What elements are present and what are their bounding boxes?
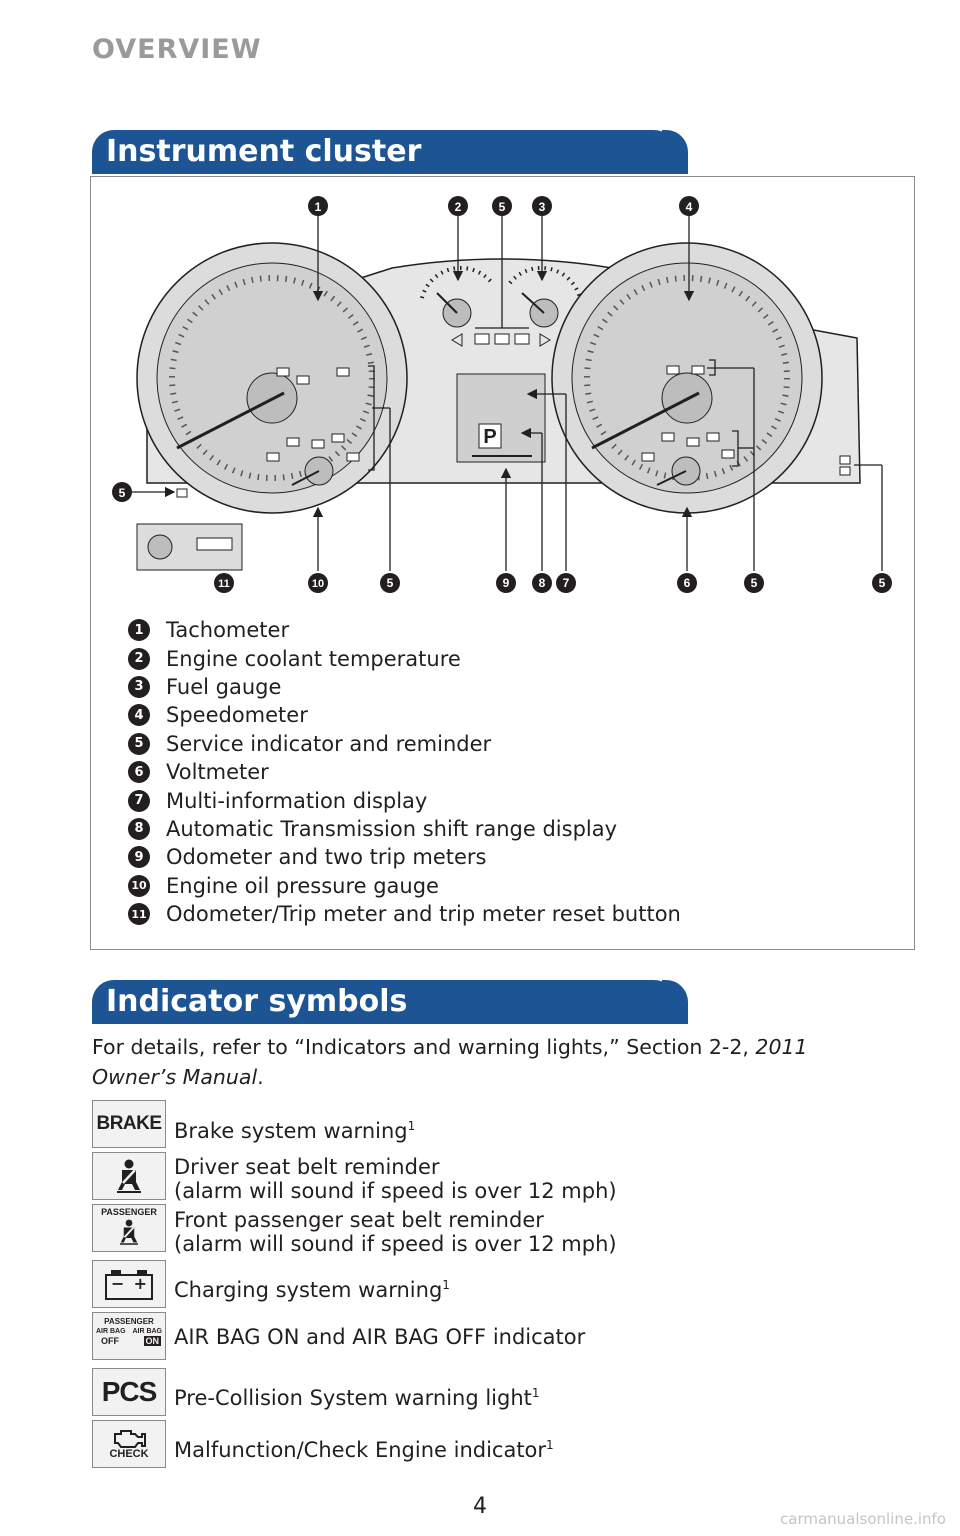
svg-text:9: 9 bbox=[503, 576, 510, 590]
svg-text:1: 1 bbox=[315, 200, 322, 214]
airbag-indicator-label: AIR BAG ON and AIR BAG OFF indicator bbox=[174, 1325, 586, 1349]
callout-top-3: 3 bbox=[532, 196, 552, 216]
watermark: carmanualsonline.info bbox=[780, 1510, 946, 1528]
callout-top-5: 5 bbox=[492, 196, 512, 216]
fuel-gauge bbox=[508, 265, 582, 328]
callout-top-1: 1 bbox=[308, 196, 328, 216]
page-number: 4 bbox=[473, 1494, 487, 1519]
callout-bottom-5b: 5 bbox=[744, 573, 764, 593]
section-header: OVERVIEW bbox=[92, 34, 262, 65]
indicator-intro: For details, refer to “Indicators and wa… bbox=[92, 1035, 808, 1089]
callout-bottom-11: 11 bbox=[214, 573, 234, 593]
svg-text:5: 5 bbox=[879, 576, 886, 590]
pcs-warning-label: Pre-Collision System warning light1 bbox=[174, 1386, 540, 1410]
instrument-cluster-title: Instrument cluster bbox=[92, 130, 688, 174]
check-engine-label: Malfunction/Check Engine indicator1 bbox=[174, 1438, 554, 1462]
svg-text:10: 10 bbox=[312, 578, 324, 590]
svg-text:6: 6 bbox=[684, 576, 691, 590]
svg-text:2: 2 bbox=[455, 200, 462, 214]
callout-bottom-9: 9 bbox=[496, 573, 516, 593]
multi-information-display bbox=[456, 373, 546, 463]
callout-bottom-6: 6 bbox=[677, 573, 697, 593]
center-indicator-row bbox=[451, 333, 551, 347]
charging-warning-label: Charging system warning1 bbox=[174, 1278, 450, 1302]
passenger-seatbelt-label: Front passenger seat belt reminder (alar… bbox=[174, 1208, 617, 1256]
callout-bottom-8: 8 bbox=[532, 573, 552, 593]
svg-text:4: 4 bbox=[686, 200, 693, 214]
svg-text:8: 8 bbox=[539, 576, 546, 590]
callout-top-4: 4 bbox=[679, 196, 699, 216]
svg-text:5: 5 bbox=[387, 576, 394, 590]
svg-text:5: 5 bbox=[751, 576, 758, 590]
speedometer-gauge bbox=[551, 242, 823, 514]
shift-range-letter: P bbox=[483, 426, 496, 448]
seatbelt-icon bbox=[92, 1152, 166, 1200]
check-engine-icon: CHECK bbox=[92, 1420, 166, 1468]
callout-bottom-7: 7 bbox=[556, 573, 576, 593]
coolant-gauge bbox=[420, 265, 494, 328]
pcs-icon: PCS bbox=[92, 1368, 166, 1416]
brake-warning-label: Brake system warning1 bbox=[174, 1119, 416, 1143]
svg-text:11: 11 bbox=[218, 578, 230, 590]
battery-icon: − + bbox=[92, 1260, 166, 1308]
callout-bottom-5c: 5 bbox=[872, 573, 892, 593]
airbag-indicator-icon: PASSENGER AIR BAG AIR BAG OFF ON bbox=[92, 1312, 166, 1360]
callout-top-2: 2 bbox=[448, 196, 468, 216]
passenger-seatbelt-icon: PASSENGER bbox=[92, 1204, 166, 1252]
svg-text:5: 5 bbox=[499, 200, 506, 214]
trip-reset-module bbox=[136, 523, 243, 571]
brake-icon: BRAKE bbox=[92, 1100, 166, 1148]
callout-bottom-5a: 5 bbox=[380, 573, 400, 593]
instrument-cluster-diagram: P 1 2 5 3 4 bbox=[112, 196, 892, 593]
svg-text:7: 7 bbox=[563, 576, 570, 590]
svg-text:5: 5 bbox=[119, 486, 126, 500]
svg-text:3: 3 bbox=[539, 200, 546, 214]
callout-bottom-10: 10 bbox=[308, 573, 328, 593]
driver-seatbelt-label: Driver seat belt reminder (alarm will so… bbox=[174, 1155, 617, 1203]
callout-left-5: 5 bbox=[112, 482, 132, 502]
indicator-symbols-title: Indicator symbols bbox=[92, 980, 688, 1024]
tachometer-gauge bbox=[136, 242, 408, 514]
